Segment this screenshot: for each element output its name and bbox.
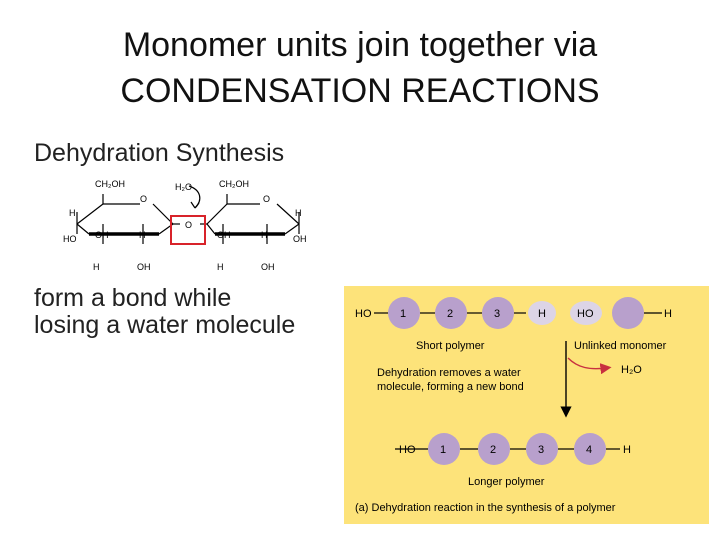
longer-polymer-unit-4 (574, 433, 606, 465)
longer-polymer-h-label: H (623, 444, 631, 456)
explanation-line-2: molecule, forming a new bond (377, 381, 524, 393)
left-h-label: H (69, 208, 76, 218)
bond-description: form a bond while losing a water molecul… (34, 285, 295, 339)
slide-title: Monomer units join together via CONDENSA… (0, 22, 720, 114)
longer-unit-3-label: 3 (538, 444, 544, 456)
glucose-condensation-diagram: CH₂OH O H HO OH H H OH H₂O O CH₂OH O H O… (63, 179, 307, 272)
monomer-ho-label: HO (577, 308, 594, 320)
water-release-arrow (567, 357, 612, 375)
bond-text-line-1: form a bond while (34, 284, 232, 312)
explanation-line-1: Dehydration removes a water (377, 367, 521, 379)
short-polymer-unit-3 (482, 297, 514, 329)
longer-polymer-unit-1 (428, 433, 460, 465)
unlinked-monomer (612, 297, 644, 329)
longer-polymer-ho-label: HO (399, 444, 416, 456)
longer-unit-1-label: 1 (440, 444, 446, 456)
left-oh-label-bottom: OH (137, 262, 151, 272)
short-unit-2-label: 2 (447, 308, 453, 320)
unlinked-monomer-label: Unlinked monomer (574, 340, 667, 352)
right-h-label-mid: H (261, 230, 268, 240)
right-oh-label-bottom: OH (261, 262, 275, 272)
dehydration-synthesis-heading: Dehydration Synthesis (34, 139, 285, 167)
right-ring-oxygen: O (263, 194, 270, 204)
short-unit-1-label: 1 (400, 308, 406, 320)
short-polymer-h-cap (528, 301, 556, 325)
title-line-2: CONDENSATION REACTIONS (120, 72, 600, 110)
short-polymer-unit-1 (388, 297, 420, 329)
right-ch2oh-label: CH₂OH (219, 179, 249, 189)
short-polymer-label: Short polymer (416, 340, 485, 352)
left-ring-oxygen: O (140, 194, 147, 204)
short-unit-3-label: 3 (494, 308, 500, 320)
short-polymer-ho-label: HO (355, 308, 372, 320)
polymer-synthesis-figure: HO 1 2 3 H HO H Short polymer Unlinked m… (344, 286, 709, 524)
bond-text-line-2: losing a water molecule (34, 311, 296, 339)
longer-unit-2-label: 2 (490, 444, 496, 456)
left-h-label-bottom: H (93, 262, 100, 272)
right-oh-label-end: OH (293, 234, 307, 244)
figure-caption: (a) Dehydration reaction in the synthesi… (355, 502, 616, 514)
left-ch2oh-label: CH₂OH (95, 179, 125, 189)
longer-polymer-unit-3 (526, 433, 558, 465)
title-line-1: Monomer units join together via (122, 26, 598, 64)
water-label: H₂O (175, 182, 192, 192)
bridge-oxygen: O (185, 220, 192, 230)
monomer-ho-cap (570, 301, 602, 325)
monomer-h-label: H (664, 308, 672, 320)
longer-unit-4-label: 4 (586, 444, 592, 456)
longer-polymer-label: Longer polymer (468, 476, 545, 488)
left-oh-label-top: OH (95, 230, 109, 240)
right-h-label: H (295, 208, 302, 218)
longer-polymer-unit-2 (478, 433, 510, 465)
right-oh-label-top: OH (217, 230, 231, 240)
left-ho-label: HO (63, 234, 77, 244)
left-h-label-mid: H (139, 230, 146, 240)
removed-water-highlight (170, 215, 206, 245)
short-polymer-h-label: H (538, 308, 546, 320)
released-water-label: H₂O (621, 364, 642, 376)
right-h-label-bottom: H (217, 262, 224, 272)
short-polymer-unit-2 (435, 297, 467, 329)
